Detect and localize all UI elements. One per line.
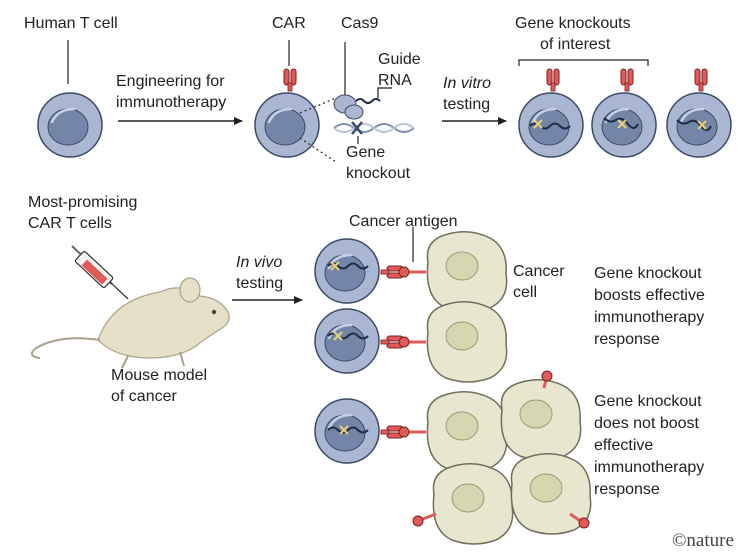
human-t-cell — [36, 91, 104, 159]
in-vivo-label: In vivo — [236, 254, 283, 271]
syringe — [71, 245, 129, 300]
knockout-x-mark — [351, 121, 363, 135]
in-vitro-testing-label: testing — [443, 96, 491, 113]
effective-pair-2 — [313, 301, 508, 383]
cancer-cell-label-line-1: Cancer — [513, 263, 565, 280]
mouse-model — [30, 277, 230, 369]
not-boost-label-line-5: response — [594, 481, 660, 498]
cancer-antigen-label: Cancer antigen — [349, 213, 458, 230]
knockout-cell-1 — [517, 68, 585, 159]
cas9-protein — [333, 94, 364, 120]
guide-label-line-1: Guide — [378, 51, 421, 68]
ineffective-cluster — [313, 370, 592, 545]
guide-rna-strand — [355, 98, 381, 104]
guide-label-line-2: RNA — [378, 72, 412, 89]
knockout-cell-2 — [590, 68, 658, 159]
boosts-label-line-4: response — [594, 331, 660, 348]
knockout-cell-3 — [665, 68, 733, 159]
car-receptor — [283, 68, 297, 92]
most-promising-label-line-1: Most-promising — [28, 194, 138, 211]
not-boost-label-line-1: Gene knockout — [594, 393, 702, 410]
boosts-label-line-1: Gene knockout — [594, 265, 702, 282]
boosts-label-line-3: immunotherapy — [594, 309, 705, 326]
not-boost-label-line-4: immunotherapy — [594, 459, 705, 476]
mouse-model-label-line-2: of cancer — [111, 388, 177, 405]
in-vitro-label: In vitro — [443, 75, 492, 92]
boosts-label-line-2: boosts effective — [594, 287, 705, 304]
effective-pair-1 — [313, 231, 508, 313]
nature-credit: ©nature — [672, 530, 734, 551]
in-vivo-testing-label: testing — [236, 275, 284, 292]
engineering-label-line-1: Engineering for — [116, 73, 225, 90]
not-boost-label-line-2: does not boost — [594, 415, 699, 432]
cancer-cell-label-line-2: cell — [513, 284, 538, 301]
engineering-label-line-2: immunotherapy — [116, 94, 227, 111]
gene-knockout-label-line-1: Gene — [346, 144, 386, 161]
human-t-cell-label: Human T cell — [24, 15, 118, 32]
cas9-label: Cas9 — [341, 15, 379, 32]
gene-knockout-label-line-2: knockout — [346, 165, 411, 182]
knockouts-label-line-1: Gene knockouts — [515, 15, 631, 32]
most-promising-label-line-2: CAR T cells — [28, 215, 112, 232]
dna-double-helix — [333, 123, 415, 133]
mouse-model-label-line-1: Mouse model — [111, 367, 208, 384]
not-boost-label-line-3: effective — [594, 437, 654, 454]
car-label: CAR — [272, 15, 306, 32]
knockouts-label-line-2: of interest — [540, 36, 611, 53]
